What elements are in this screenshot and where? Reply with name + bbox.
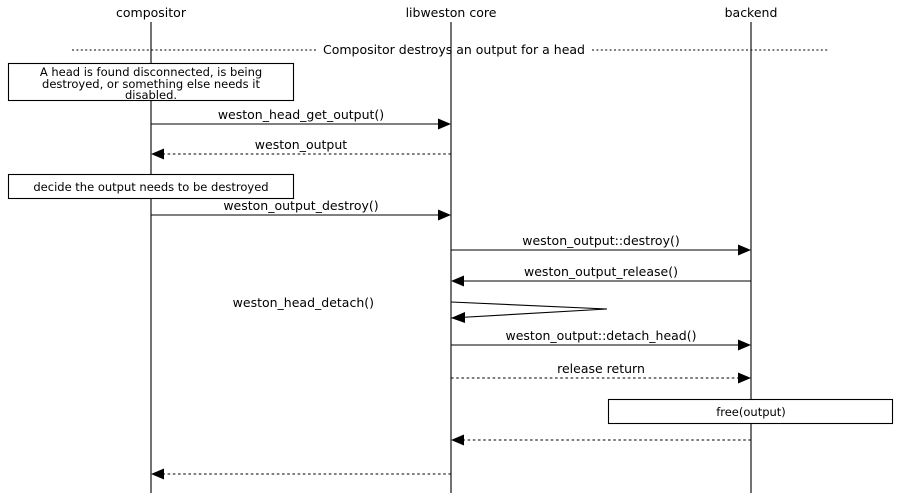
message-weston-head-detach: weston_head_detach(): [233, 295, 608, 323]
participant-headers: compositor libweston core backend: [116, 5, 777, 20]
message-weston-head-get-output: weston_head_get_output(): [151, 107, 451, 130]
arrowhead-right-release-return: [738, 372, 751, 384]
arrowhead-left-backend-return: [451, 434, 464, 446]
note-free-output-box: [607, 398, 894, 425]
note-free-output-line-1: free(output): [716, 405, 786, 419]
arrowhead-left-weston-head-detach: [451, 312, 465, 323]
note-head-disconnected-line-2: destroyed, or something else needs it: [42, 77, 260, 91]
section-divider: Compositor destroys an output for a head: [72, 42, 828, 57]
message-label-weston-head-get-output: weston_head_get_output(): [218, 107, 384, 122]
message-label-weston-output-release: weston_output_release(): [524, 264, 678, 279]
message-label-weston-output-return: weston_output: [255, 137, 347, 152]
message-label-weston-output-detach-head: weston_output::detach_head(): [506, 328, 697, 343]
note-head-disconnected-line-1: A head is found disconnected, is being: [40, 65, 262, 79]
arrowhead-right-weston-output-destroy: [438, 209, 451, 221]
message-weston-output-destroy-vfunc: weston_output::destroy(): [451, 233, 751, 256]
arrowhead-right-weston-head-get-output: [438, 118, 451, 130]
message-label-weston-output-destroy-vfunc: weston_output::destroy(): [522, 233, 680, 248]
message-release-return: release return: [451, 361, 751, 384]
arrowhead-left-weston-output-return: [151, 148, 164, 160]
note-head-disconnected: A head is found disconnected, is being d…: [7, 62, 295, 102]
divider-label: Compositor destroys an output for a head: [323, 42, 585, 57]
message-label-weston-output-destroy: weston_output_destroy(): [223, 198, 378, 213]
arrowhead-right-weston-output-destroy-vfunc: [738, 244, 751, 256]
arrowhead-left-weston-output-release: [451, 275, 464, 287]
note-decide-destroy-box: [7, 173, 295, 200]
message-weston-output-detach-head: weston_output::detach_head(): [451, 328, 751, 351]
message-selfloop-weston-head-detach: [450, 301, 608, 319]
arrowhead-right-weston-output-detach-head: [738, 339, 751, 351]
note-free-output: free(output): [607, 398, 894, 425]
message-weston-output-release: weston_output_release(): [451, 264, 751, 287]
message-label-weston-head-detach: weston_head_detach(): [233, 295, 374, 310]
participant-label-backend: backend: [725, 5, 778, 20]
message-label-release-return: release return: [557, 361, 645, 376]
note-head-disconnected-box: [7, 62, 295, 102]
note-decide-destroy: decide the output needs to be destroyed: [7, 173, 295, 200]
participant-label-libweston-core: libweston core: [406, 5, 497, 20]
note-head-disconnected-line-3: disabled.: [125, 88, 177, 102]
message-weston-output-destroy: weston_output_destroy(): [151, 198, 451, 221]
arrowhead-left-core-return: [151, 468, 164, 480]
message-backend-return: [451, 434, 751, 446]
message-weston-output-return: weston_output: [151, 137, 451, 160]
participant-label-compositor: compositor: [116, 5, 187, 20]
note-decide-destroy-line-1: decide the output needs to be destroyed: [33, 180, 268, 194]
message-core-return: [151, 468, 451, 480]
